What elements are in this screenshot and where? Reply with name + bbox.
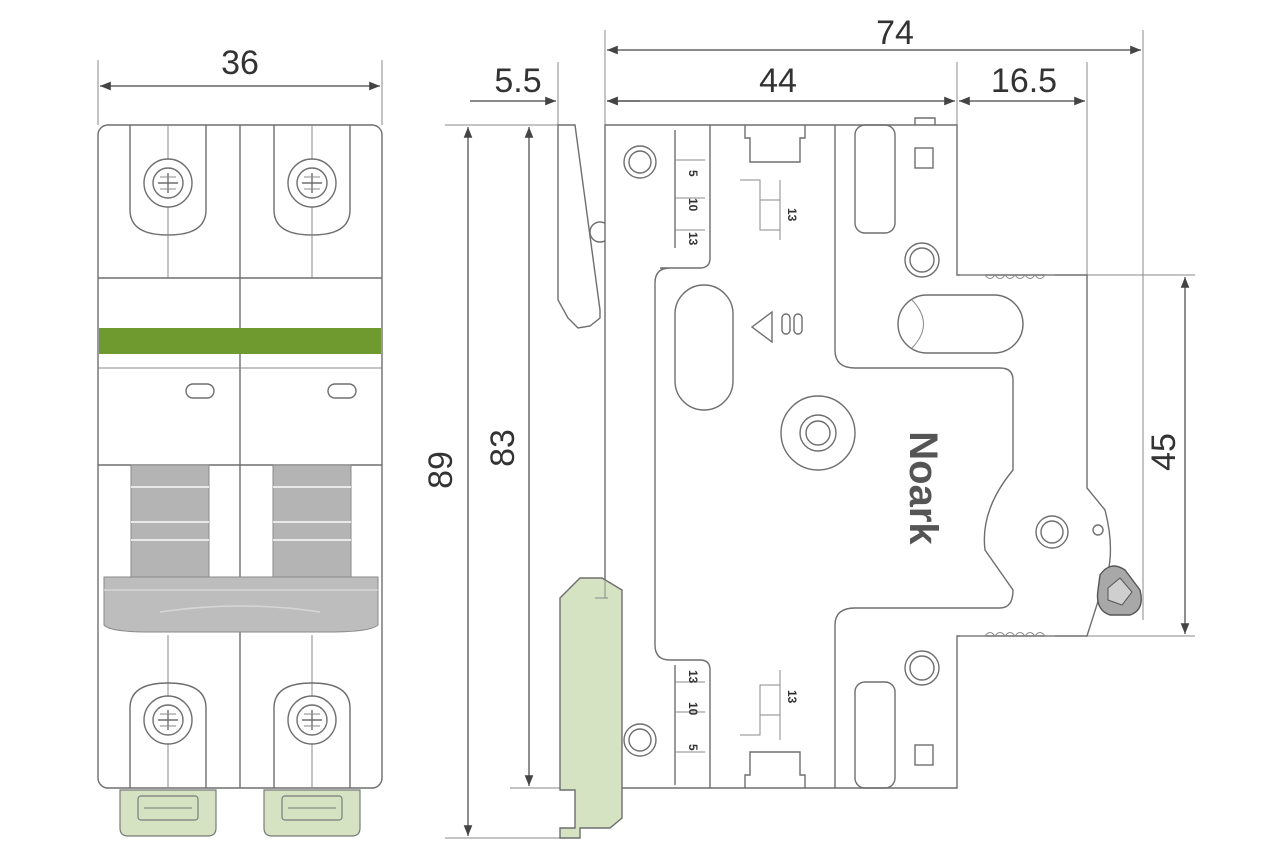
- side-window: [897, 294, 1024, 354]
- dim-rail-offset: 5.5: [494, 62, 541, 100]
- screw-icon: [287, 158, 337, 208]
- scale-label-13: 13: [686, 232, 700, 246]
- indicator-window: [327, 383, 357, 399]
- screw-icon: [143, 158, 193, 208]
- scale-label-5-bottom: 5: [686, 744, 700, 751]
- side-body-outline: [604, 124, 1112, 789]
- din-clip-side: [559, 577, 623, 839]
- din-clip: [119, 789, 217, 837]
- dim-front-depth: 16.5: [991, 62, 1057, 100]
- scale-label-13-right: 13: [785, 208, 799, 222]
- dim-body-depth: 44: [759, 62, 797, 100]
- side-slot: [674, 284, 734, 411]
- scale-label-13-bottom-right: 13: [785, 690, 799, 704]
- dim-front-width: 36: [221, 44, 259, 82]
- screw-icon: [143, 695, 193, 745]
- dim-front-height: 45: [1145, 433, 1183, 471]
- arrow-icon: [750, 310, 773, 344]
- bottom-terminals: [129, 635, 351, 788]
- din-clip: [263, 789, 361, 837]
- scale-top: 5 10 13 13: [674, 130, 799, 248]
- scale-label-13-bottom: 13: [686, 670, 700, 684]
- top-terminals: [129, 125, 351, 278]
- toggle-handles: [103, 464, 379, 633]
- front-view: 36: [97, 44, 383, 837]
- scale-bottom: 13 10 5 13: [674, 665, 799, 785]
- dim-total-height: 89: [422, 451, 460, 489]
- side-view: 74 5.5 44 16.5 89 83 45: [422, 14, 1195, 839]
- handle-bar: [103, 576, 379, 633]
- brand-logo-text: Noark: [901, 431, 945, 545]
- dim-total-depth: 74: [876, 14, 914, 52]
- dim-body-height: 83: [484, 429, 522, 467]
- scale-label-10-bottom: 10: [686, 702, 700, 716]
- scale-label-10: 10: [686, 198, 700, 212]
- pivot-circle: [780, 395, 856, 471]
- rail-clip-top: [557, 124, 601, 329]
- label-stripe: [99, 328, 381, 354]
- screw-icon: [287, 695, 337, 745]
- indicator-window: [185, 383, 215, 399]
- scale-label-5: 5: [686, 170, 700, 177]
